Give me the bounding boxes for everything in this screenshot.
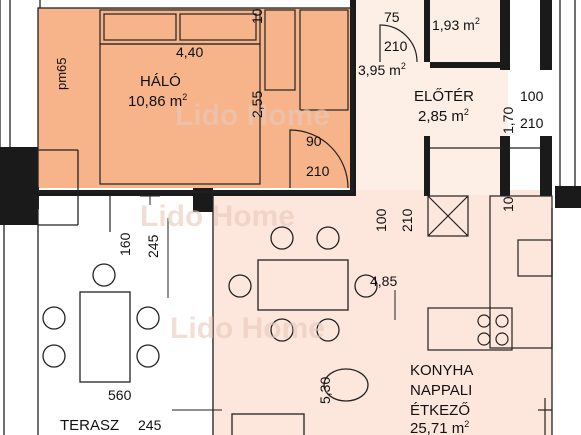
dim-hall-v: 1,70 xyxy=(500,107,516,134)
dimension-lines xyxy=(100,43,396,411)
dim-ten: 10 xyxy=(500,196,516,212)
dim-wc-w: 75 xyxy=(384,9,400,25)
watermark-text: Lido Home xyxy=(170,312,325,345)
wc-area: 3,95 m2 xyxy=(358,61,406,78)
dim-terr-245: 245 xyxy=(145,234,161,258)
living-name-1: KONYHA xyxy=(410,362,473,379)
bedroom-zone xyxy=(38,8,354,188)
dim-pm65: pm65 xyxy=(54,57,69,90)
dim-living-h: 210 xyxy=(399,208,415,232)
wc-zone xyxy=(356,0,428,70)
dim-living-530: 5,30 xyxy=(317,377,333,404)
bedroom-area: 10,86 m2 xyxy=(128,92,187,110)
dim-terr-560: 560 xyxy=(108,387,132,403)
bath-area: 1,93 m2 xyxy=(432,16,480,33)
dim-bed-height: 2,55 xyxy=(249,91,265,118)
walls xyxy=(0,0,581,225)
living-zone xyxy=(212,190,552,435)
dim-wc-h: 210 xyxy=(384,38,408,54)
terrace-name: TERASZ xyxy=(60,417,119,434)
corridor-zone xyxy=(428,0,508,195)
hall-name: ELŐTÉR xyxy=(414,88,474,105)
living-area: 25,71 m2 xyxy=(410,419,469,435)
door-swing-icon xyxy=(109,24,418,232)
bed-icon xyxy=(99,9,349,185)
watermark-text: Lido Home xyxy=(175,99,330,132)
kitchen-icons xyxy=(427,195,553,435)
watermark-text: Lido Home xyxy=(140,200,295,233)
hall-area: 2,85 m2 xyxy=(418,107,469,125)
terrace-dining-icon xyxy=(42,263,160,383)
bedroom-name: HÁLÓ xyxy=(140,73,181,90)
living-name-3: ÉTKEZŐ xyxy=(410,402,470,419)
dim-living-485: 4,85 xyxy=(370,273,397,289)
dim-door-bed-w: 90 xyxy=(306,133,322,149)
dining-table-icon xyxy=(228,226,378,435)
dim-door-bed-h: 210 xyxy=(306,163,330,179)
watermark: Lido Home Lido Home Lido Home xyxy=(140,99,330,345)
dim-terr-245b: 245 xyxy=(138,417,162,433)
dim-terr-160: 160 xyxy=(117,232,133,256)
dim-bed-top: 10 xyxy=(249,8,265,24)
living-name-2: NAPPALI xyxy=(410,382,472,399)
dim-living-w: 100 xyxy=(373,208,389,232)
dim-bed-width: 4,40 xyxy=(176,44,203,60)
dim-hall-w: 100 xyxy=(520,88,544,104)
dim-hall-h: 210 xyxy=(520,115,544,131)
